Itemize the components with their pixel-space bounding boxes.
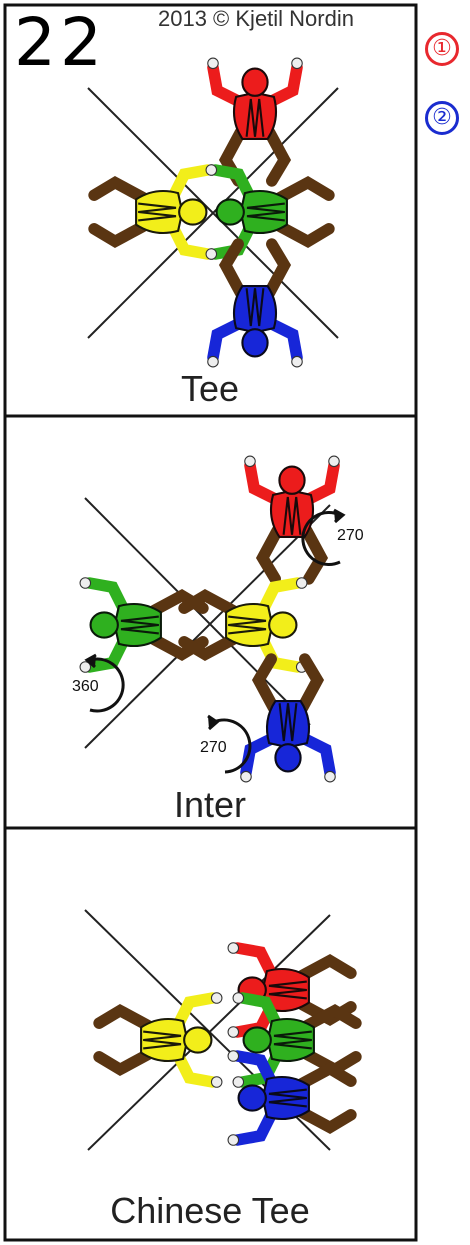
diver-red-figure (245, 456, 340, 579)
copyright-text: 2013 © Kjetil Nordin (158, 6, 354, 31)
diver-yellow-figure (184, 578, 307, 673)
rotation-label-2: 360 (72, 678, 99, 695)
rotation-label-3: 270 (200, 739, 227, 756)
diver-blue-figure (241, 659, 336, 782)
diver-blue-figure (228, 1051, 351, 1146)
diagonal-cross-icon (87, 87, 339, 339)
rotation-label-1: 270 (337, 527, 364, 544)
diver-yellow-figure (94, 165, 217, 260)
jumper-marker-2: ② (425, 101, 459, 135)
rotation-arrow-icon (84, 653, 125, 713)
panel-inter-frame (3, 414, 418, 830)
rotation-arrow-icon (207, 714, 252, 774)
panel-chinese-tee-frame (3, 826, 418, 1242)
formation-label-inter: Inter (173, 784, 247, 825)
diver-blue-figure (208, 244, 303, 367)
rotation-arrow-icon (301, 508, 346, 566)
formation-label-chinese-tee: Chinese Tee (110, 1190, 310, 1231)
formation-label-tee: Tee (180, 368, 240, 409)
diver-red-figure (208, 58, 303, 181)
diver-yellow-figure (99, 993, 222, 1088)
jumper-marker-1: ① (425, 32, 459, 66)
card-number: 22 (14, 4, 106, 81)
